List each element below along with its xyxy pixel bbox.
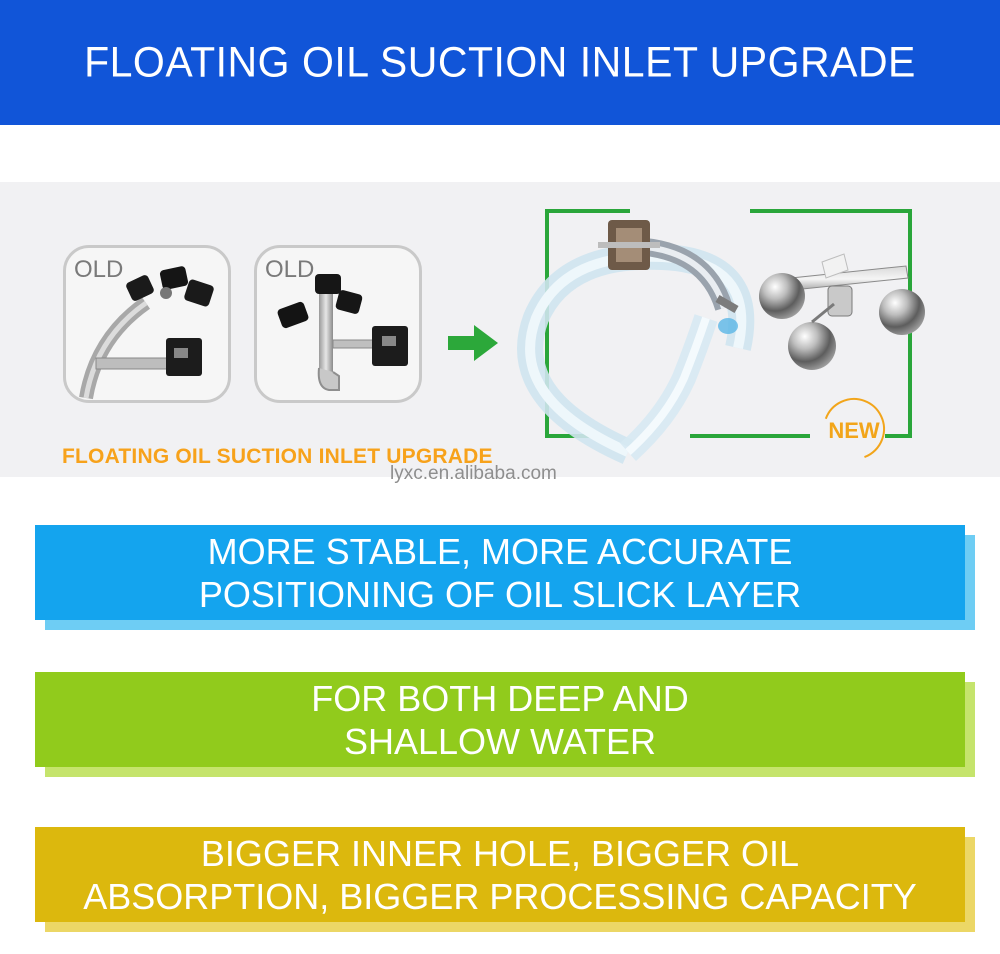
feature-band-2: FOR BOTH DEEP AND SHALLOW WATER [35, 672, 975, 777]
page-title: FLOATING OIL SUCTION INLET UPGRADE [84, 37, 916, 87]
feature-2-line-1: FOR BOTH DEEP AND [311, 677, 689, 719]
feature-1-line-1: MORE STABLE, MORE ACCURATE [207, 530, 793, 572]
header-banner: FLOATING OIL SUCTION INLET UPGRADE [0, 0, 1000, 125]
feature-3-line-2: ABSORPTION, BIGGER PROCESSING CAPACITY [83, 875, 917, 917]
feature-2-line-2: SHALLOW WATER [343, 720, 657, 762]
new-badge: NEW [828, 418, 880, 443]
feature-1-line-2: POSITIONING OF OIL SLICK LAYER [198, 573, 802, 615]
watermark: lyxc.en.alibaba.com [390, 463, 557, 484]
old-label-2: OLD [265, 256, 315, 283]
old-product-1: OLD [63, 245, 231, 403]
feature-3-line-1: BIGGER INNER HOLE, BIGGER OIL [200, 832, 800, 874]
panel-caption: FLOATING OIL SUCTION INLET UPGRADE [62, 445, 493, 468]
feature-2-text: FOR BOTH DEEP AND SHALLOW WATER [311, 677, 688, 763]
old-product-1-image [79, 266, 214, 400]
new-product-image [517, 220, 925, 464]
old-label-1: OLD [74, 256, 124, 283]
comparison-panel: OLD OLD NEW [0, 182, 1000, 477]
green-arrow-icon [448, 325, 498, 361]
feature-band-1: MORE STABLE, MORE ACCURATE POSITIONING O… [35, 525, 975, 630]
feature-band-3: BIGGER INNER HOLE, BIGGER OIL ABSORPTION… [35, 827, 975, 932]
old-product-2: OLD [254, 245, 422, 403]
feature-1-text: MORE STABLE, MORE ACCURATE POSITIONING O… [199, 530, 801, 616]
feature-3-text: BIGGER INNER HOLE, BIGGER OIL ABSORPTION… [83, 832, 916, 918]
old-product-2-image [277, 274, 408, 391]
